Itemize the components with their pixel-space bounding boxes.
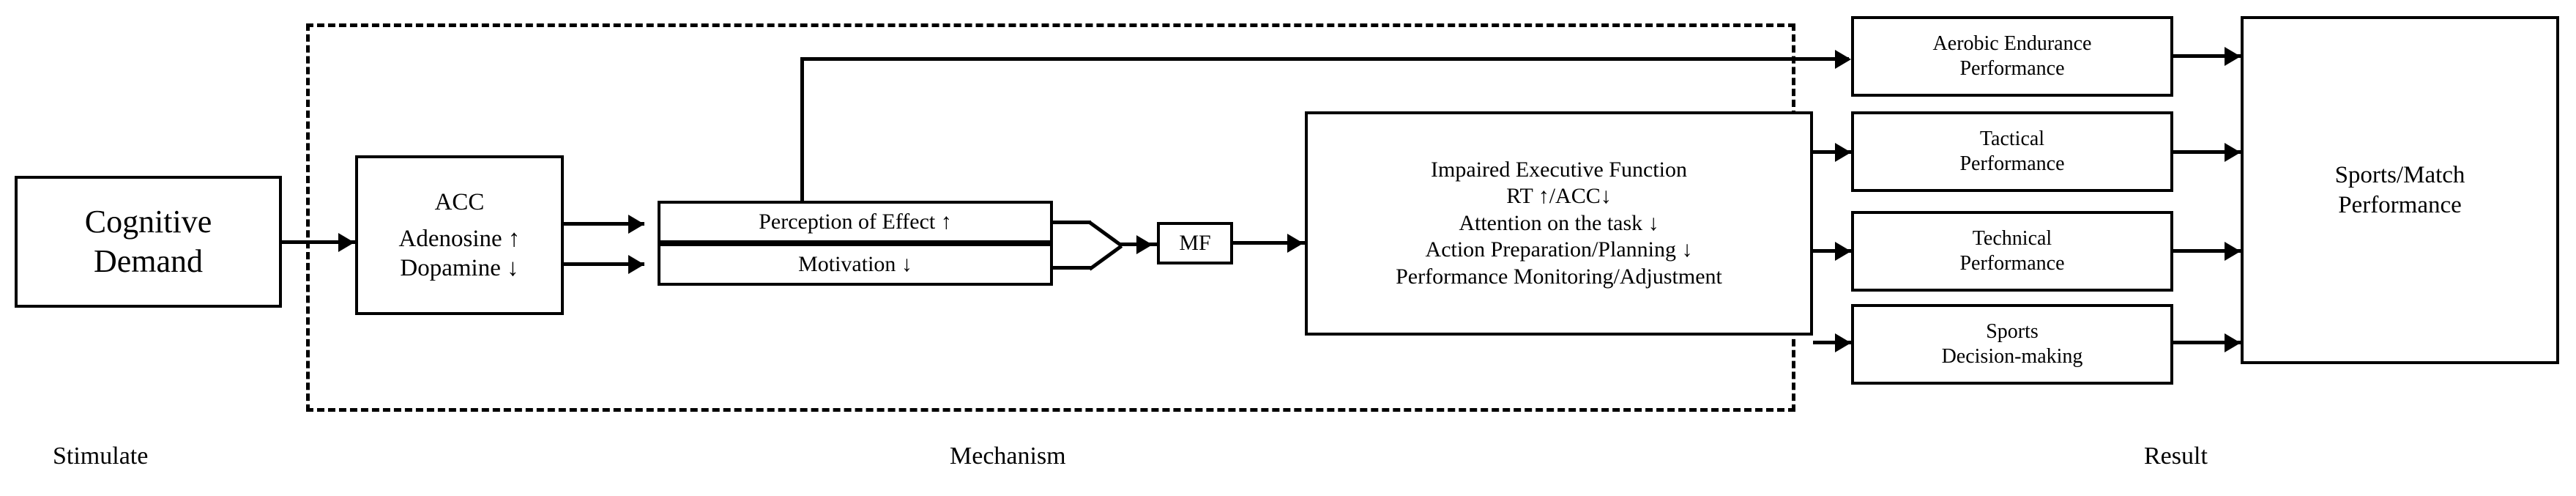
mf-label: MF — [1179, 230, 1211, 255]
acc-line2: Adenosine ↑ — [398, 225, 521, 252]
connector-ief-to-technical — [1813, 249, 1851, 253]
ief-line3: Attention on the task ↓ — [1459, 210, 1659, 235]
outcome-tactical-line2: Performance — [1959, 152, 2065, 175]
connector-ief-to-decision — [1813, 341, 1851, 344]
arrowhead-tactical-to-final — [2225, 143, 2241, 162]
arrowhead-ief-to-technical — [1835, 242, 1851, 261]
outcome-tactical-line1: Tactical — [1979, 127, 2045, 150]
acc-box[interactable]: ACC Adenosine ↑ Dopamine ↓ — [355, 155, 564, 315]
outcome-box-tactical[interactable]: Tactical Performance — [1851, 111, 2173, 192]
merge-stub-top — [1053, 221, 1091, 224]
connector-technical-to-final — [2173, 249, 2241, 253]
cognitive-demand-line1: Cognitive — [84, 204, 212, 240]
perception-of-effect-label: Perception of Effect ↑ — [759, 209, 952, 234]
connector-demand-to-acc — [282, 240, 355, 244]
final-line2: Performance — [2338, 191, 2462, 218]
outcome-aerobic-line1: Aerobic Endurance — [1932, 32, 2092, 55]
motivation-box[interactable]: Motivation ↓ — [658, 243, 1053, 286]
final-line1: Sports/Match — [2334, 162, 2465, 189]
ief-line5: Performance Monitoring/Adjustment — [1396, 264, 1722, 289]
section-label-result: Result — [2144, 443, 2208, 470]
mf-box[interactable]: MF — [1157, 222, 1233, 264]
arrowhead-acc-to-perception — [628, 215, 644, 234]
connector-mf-to-ief — [1233, 241, 1305, 245]
sports-match-performance-box[interactable]: Sports/Match Performance — [2241, 16, 2559, 364]
ief-line4: Action Preparation/Planning ↓ — [1425, 237, 1693, 262]
outcome-box-technical[interactable]: Technical Performance — [1851, 211, 2173, 292]
arrowhead-demand-to-acc — [338, 233, 354, 252]
motivation-label: Motivation ↓ — [798, 251, 912, 276]
outcome-box-aerobic-endurance[interactable]: Aerobic Endurance Performance — [1851, 16, 2173, 97]
connector-decision-to-final — [2173, 341, 2241, 344]
outcome-technical-line2: Performance — [1959, 252, 2065, 275]
cognitive-demand-line2: Demand — [93, 243, 204, 279]
connector-acc-to-perception — [564, 222, 644, 226]
bypass-vertical-from-perception — [800, 57, 804, 202]
connector-tactical-to-final — [2173, 150, 2241, 154]
arrowhead-bypass-to-aerobic — [1835, 50, 1851, 69]
connector-ief-to-tactical — [1813, 150, 1851, 154]
impaired-executive-function-box[interactable]: Impaired Executive Function RT ↑/ACC↓ At… — [1305, 111, 1813, 336]
outcome-box-sports-decision-making[interactable]: Sports Decision-making — [1851, 304, 2173, 385]
arrowhead-ief-to-decision — [1835, 333, 1851, 352]
connector-acc-to-motivation — [564, 262, 644, 266]
acc-line1: ACC — [434, 188, 485, 215]
ief-line1: Impaired Executive Function — [1431, 157, 1687, 182]
outcome-technical-line1: Technical — [1972, 226, 2052, 250]
ief-line2: RT ↑/ACC↓ — [1506, 184, 1612, 209]
arrowhead-acc-to-motivation — [628, 255, 644, 274]
arrowhead-merge-to-mf — [1136, 235, 1153, 254]
perception-of-effect-box[interactable]: Perception of Effect ↑ — [658, 201, 1053, 243]
cognitive-demand-box[interactable]: Cognitive Demand — [15, 176, 282, 308]
section-label-mechanism: Mechanism — [950, 443, 1066, 470]
arrowhead-mf-to-ief — [1287, 234, 1303, 253]
merge-stub-bottom — [1053, 266, 1091, 270]
bypass-horizontal-to-aerobic — [800, 57, 1849, 61]
arrowhead-decision-to-final — [2225, 333, 2241, 352]
section-label-stimulate: Stimulate — [53, 443, 149, 470]
arrowhead-technical-to-final — [2225, 242, 2241, 261]
arrowhead-ief-to-tactical — [1835, 143, 1851, 162]
acc-line3: Dopamine ↓ — [400, 255, 519, 282]
outcome-aerobic-line2: Performance — [1959, 57, 2065, 80]
outcome-decision-line2: Decision-making — [1941, 345, 2083, 368]
arrowhead-aerobic-to-final — [2225, 47, 2241, 66]
connector-aerobic-to-final — [2173, 54, 2241, 58]
outcome-decision-line1: Sports — [1986, 319, 2039, 343]
